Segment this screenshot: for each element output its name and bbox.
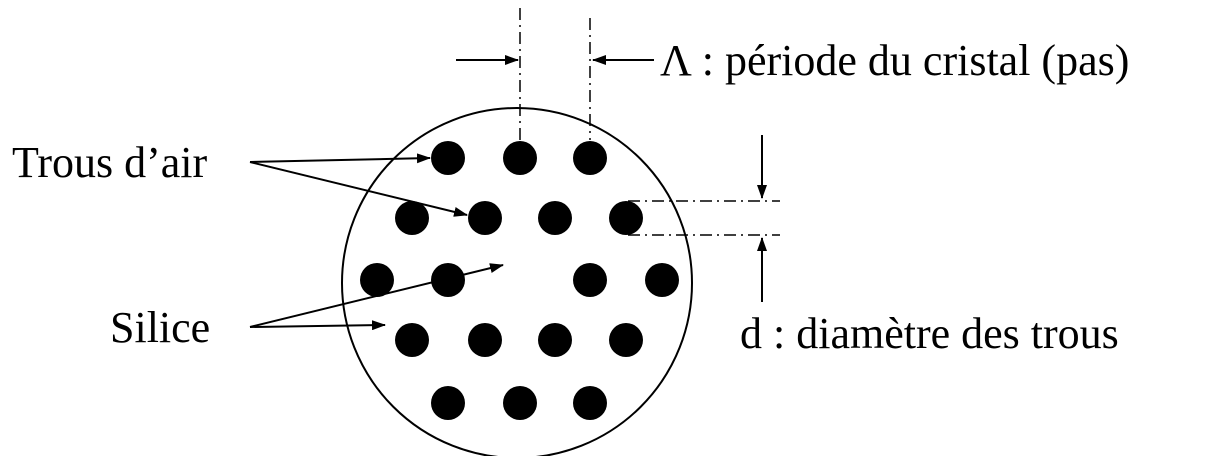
- air-hole: [468, 323, 502, 357]
- air-hole: [503, 386, 537, 420]
- air-hole: [431, 386, 465, 420]
- air-hole: [431, 141, 465, 175]
- air-holes-label: Trous d’air: [12, 138, 208, 187]
- air-hole-lattice: [360, 141, 679, 420]
- air-hole: [609, 201, 643, 235]
- air-hole: [573, 263, 607, 297]
- silica-pointer-1: [249, 263, 504, 328]
- air-holes-pointer-2: [249, 161, 468, 217]
- silica-label: Silice: [110, 303, 210, 352]
- air-hole: [573, 141, 607, 175]
- air-hole: [609, 323, 643, 357]
- fiber-cladding: [341, 107, 693, 456]
- air-holes-pointer-1: [249, 153, 431, 164]
- air-hole: [573, 386, 607, 420]
- air-hole: [468, 201, 502, 235]
- air-hole: [538, 201, 572, 235]
- air-hole: [538, 323, 572, 357]
- air-hole: [360, 263, 394, 297]
- air-hole: [395, 201, 429, 235]
- air-hole: [503, 141, 537, 175]
- silica-pointer-2: [249, 320, 386, 331]
- diameter-label: d : diamètre des trous: [740, 309, 1119, 358]
- air-hole: [645, 263, 679, 297]
- label-pointers: [249, 153, 504, 331]
- air-hole: [431, 263, 465, 297]
- pitch-label: Λ : période du cristal (pas): [660, 36, 1129, 85]
- air-hole: [395, 323, 429, 357]
- diameter-guides: [628, 200, 780, 236]
- pitch-guides: [519, 8, 591, 140]
